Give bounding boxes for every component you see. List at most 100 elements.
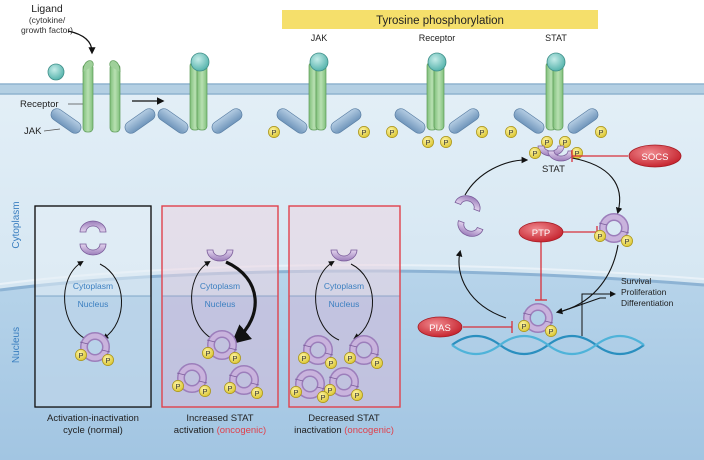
jak-kinase: [157, 108, 189, 134]
svg-text:P: P: [301, 354, 306, 363]
receptor-complex: [50, 60, 156, 134]
receptor-complex: [157, 52, 243, 134]
phospho-group: P: [371, 357, 383, 369]
svg-text:P: P: [354, 391, 359, 400]
svg-text:P: P: [544, 138, 549, 147]
phospho-group: P: [224, 382, 236, 394]
svg-text:P: P: [532, 149, 537, 158]
jak-kinase: [394, 108, 426, 134]
svg-text:P: P: [327, 386, 332, 395]
svg-text:Cytoplasm: Cytoplasm: [324, 281, 364, 291]
phospho-group: P: [351, 389, 363, 401]
jak-kinase: [124, 108, 156, 134]
svg-text:PTP: PTP: [532, 228, 550, 239]
svg-text:P: P: [443, 138, 448, 147]
phospho-group: P: [518, 320, 530, 332]
svg-text:P: P: [205, 349, 210, 358]
phospho-group: P: [75, 349, 87, 361]
svg-text:P: P: [328, 359, 333, 368]
jak-kinase: [211, 108, 243, 134]
stat-monomer: [454, 195, 481, 212]
stat-dimer: PP: [202, 330, 241, 364]
phospho-group: P: [559, 136, 571, 148]
phospho-group: P: [476, 126, 488, 138]
phospho-group: P: [386, 126, 398, 138]
jak-kinase: [448, 108, 480, 134]
svg-text:P: P: [347, 354, 352, 363]
svg-text:P: P: [598, 128, 603, 137]
phospho-group: P: [172, 380, 184, 392]
stat-dimer: PP: [344, 335, 383, 369]
jak-kinase: [513, 108, 545, 134]
pias-inhibitor: PIAS: [417, 316, 463, 338]
stat-dimer: PP: [298, 335, 337, 369]
svg-text:P: P: [597, 232, 602, 241]
receptor-phospho-label: Receptor: [419, 33, 456, 43]
phospho-group: P: [571, 147, 583, 159]
cell-membrane: [0, 84, 704, 94]
phospho-group: P: [344, 352, 356, 364]
svg-text:P: P: [374, 359, 379, 368]
outcome-survival: Survival: [621, 276, 651, 286]
svg-text:P: P: [105, 356, 110, 365]
stat-dimer: PP: [172, 363, 211, 397]
panel-decreased-inactivation: Cytoplasm Nucleus Decreased STAT inactiv…: [288, 205, 401, 436]
svg-text:Nucleus: Nucleus: [205, 299, 236, 309]
panel-cycle-arrows: [64, 260, 373, 341]
jak-kinase: [567, 108, 599, 134]
phospho-group: P: [529, 147, 541, 159]
ligand-label: Ligand: [31, 3, 63, 15]
stat-dimer: PP: [518, 303, 557, 337]
stat-monomer: [457, 220, 484, 237]
stat-monomer: [79, 243, 107, 256]
svg-text:P: P: [521, 322, 526, 331]
phospho-group: P: [505, 126, 517, 138]
phospho-group: P: [229, 352, 241, 364]
stat-dimer: PP: [290, 369, 329, 403]
side-nucleus-label: Nucleus: [11, 327, 22, 363]
phospho-group: P: [595, 126, 607, 138]
svg-text:Cytoplasm: Cytoplasm: [200, 281, 240, 291]
output-arrow: [581, 291, 616, 336]
jak-phospho-label: JAK: [311, 33, 328, 43]
svg-text:P: P: [202, 387, 207, 396]
phospho-group: P: [422, 136, 434, 148]
svg-text:Nucleus: Nucleus: [78, 299, 109, 309]
jak-kinase: [276, 108, 308, 134]
jak-kinase: [330, 108, 362, 134]
phospho-group: P: [199, 385, 211, 397]
svg-text:growth factor): growth factor): [21, 25, 73, 35]
svg-text:P: P: [254, 389, 259, 398]
svg-text:Nucleus: Nucleus: [329, 299, 360, 309]
panel-increased-caption-2: activation (oncogenic): [174, 425, 266, 436]
receptor-label: Receptor: [20, 99, 59, 110]
stat-cycle-label: STAT: [542, 164, 565, 175]
stat-monomer: [206, 249, 234, 262]
panel-normal-caption-2: cycle (normal): [63, 425, 123, 436]
side-cytoplasm-label: Cytoplasm: [11, 201, 22, 248]
phospho-group: P: [541, 136, 553, 148]
svg-text:P: P: [624, 237, 629, 246]
free-ligand: [47, 63, 65, 81]
stat-monomer: [330, 249, 358, 262]
outcome-differentiation: Differentiation: [621, 298, 674, 308]
phospho-group: P: [325, 357, 337, 369]
svg-text:P: P: [293, 388, 298, 397]
panel-normal: Cytoplasm Nucleus Activation-inactivatio…: [34, 205, 152, 436]
svg-text:P: P: [508, 128, 513, 137]
svg-text:P: P: [232, 354, 237, 363]
svg-text:P: P: [361, 128, 366, 137]
stat-phospho-label: STAT: [545, 33, 567, 43]
svg-text:P: P: [479, 128, 484, 137]
phospho-group: P: [298, 352, 310, 364]
phospho-group: P: [268, 126, 280, 138]
svg-text:P: P: [78, 351, 83, 360]
svg-text:P: P: [320, 393, 325, 402]
phospho-group: P: [545, 325, 557, 337]
stat-dimer: PP: [594, 213, 633, 247]
svg-text:(cytokine/: (cytokine/: [29, 15, 66, 25]
ptp-inhibitor: PTP: [518, 221, 564, 243]
